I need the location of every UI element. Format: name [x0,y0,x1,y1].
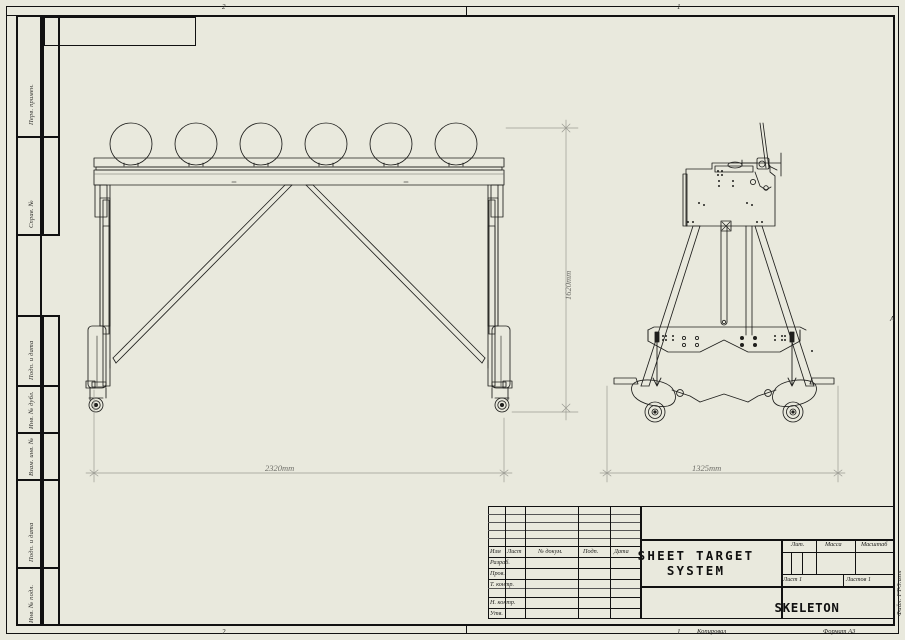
role-razrab: Разраб. [490,559,510,566]
name-field-right-line [781,539,783,619]
zone-label-bottom-2: 2 [222,628,226,636]
zone-divider-top [466,6,467,15]
rev-row-line [488,597,640,599]
role-prov: Пров. [490,570,505,577]
role-utv: Утв. [490,610,503,617]
zone-divider-bottom [466,626,467,634]
copy-label: Копировал [697,628,727,635]
zone-label-right-a: А [890,315,895,323]
splayed-legs [640,225,815,387]
mass-label: Масса [825,541,842,548]
left-margin-divider-3 [16,432,60,434]
lit-sub-line [802,552,803,574]
title-block-border [488,506,894,619]
rev-row-line [488,514,640,515]
sheet-outer-border [6,6,899,634]
rev-row-line [488,557,640,559]
dimension-lines [85,119,846,483]
lit-header-line [781,552,894,554]
lit-col-line [816,539,818,574]
sheet-col-line [843,574,845,586]
role-t-kontr: Т. контр. [490,581,515,588]
side-elevation-view [613,122,835,423]
dimension-side-width: 1325mm [692,463,722,473]
front-elevation-view [85,122,513,413]
col-header-izm: Изм [490,548,501,555]
rev-row-line [488,538,640,539]
left-margin-column [16,15,42,626]
base-plate [647,326,813,387]
company-logo: SKELETON [774,600,840,615]
sheets-total-label: Листов 1 [846,576,871,583]
name-field-top-line [640,539,894,541]
left-margin-subdivider-lower [42,315,44,626]
role-n-kontr: Н. контр. [490,599,516,606]
right-leg [487,184,513,413]
zone-label-top-2: 2 [222,3,226,11]
format-label: Формат А3 [823,628,856,635]
drawing-title-line1: SHEET TARGET [637,548,755,563]
left-margin-divider-2 [16,385,60,387]
title-block: Изм Лист № докум. Подп. Дата Разраб. Про… [488,506,894,619]
top-left-stamp-box [44,17,196,46]
rev-row-line [488,588,640,589]
rev-header-line [488,546,640,548]
left-margin-divider-4 [16,479,60,481]
rev-row-line [488,608,640,610]
rev-col-line [525,506,527,619]
file-name-label: Файл: FT-3.asm [896,570,903,616]
rev-col-line [610,506,612,619]
left-margin-divider-5 [16,567,60,569]
target-discs [109,122,478,167]
zone-label-bottom-1: 1 [677,628,681,636]
lit-sub-line [791,552,792,574]
lit-label: Лит. [791,541,805,548]
rev-table-right-edge [640,506,642,619]
name-field-bottom-line [640,586,894,588]
rev-col-line [505,506,507,619]
left-leg [85,184,111,413]
mass-col-line [855,539,857,574]
zone-tick [6,15,16,16]
col-header-list: Лист [507,548,522,555]
rev-col-line [578,506,580,619]
col-header-data: Дата [614,548,629,555]
caster-assemblies [613,377,835,423]
drawing-title-line2: SYSTEM [666,563,726,578]
lit-body-line [781,574,894,576]
rev-row-line [488,530,640,531]
col-header-doc-no: № докум. [538,548,563,555]
col-header-podp: Подп. [583,548,599,555]
left-margin-subdivider-upper [42,15,44,236]
top-plate [682,122,782,232]
top-beam [93,157,505,186]
rev-row-line [488,522,640,523]
dimension-front-width: 2320mm [265,463,295,473]
left-margin-lower-group [16,315,60,626]
left-margin-upper-group [16,15,60,236]
drawing-title: SHEET TARGET SYSTEM [610,548,782,578]
sheet-number-label: Лист 1 [783,576,803,583]
rev-row-line [488,579,640,581]
dimension-front-height: 1620mm [563,270,573,300]
rev-row-line [488,568,640,570]
scale-label: Масштаб [861,541,888,548]
left-margin-divider-1 [16,136,60,138]
diagonal-braces [109,184,489,369]
zone-label-top-1: 1 [677,3,681,11]
